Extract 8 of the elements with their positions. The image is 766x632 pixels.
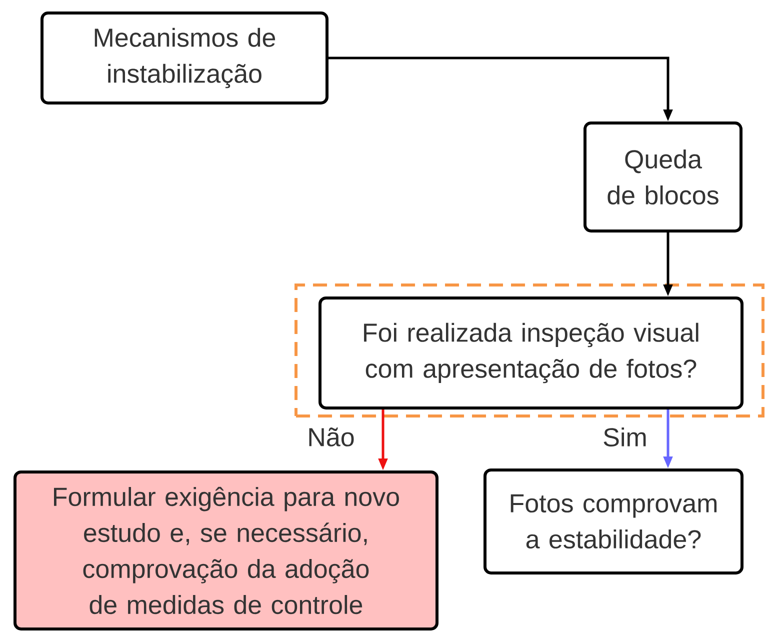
- question-box: Fotos comprovam a estabilidade?: [484, 468, 744, 574]
- edge-label: Não: [309, 428, 354, 446]
- process-box: Mecanismos de instabilização: [40, 12, 328, 104]
- edge-label: Sim: [604, 427, 646, 447]
- action-box: Formular exigência para novo estudo e, se necessário, comprovação da adoção de medidas de controle: [14, 470, 438, 630]
- group-frame: [294, 284, 764, 418]
- process-box: Queda de blocos: [584, 122, 742, 232]
- decision-box: Foi realizada inspeção visual com apresentação de fotos?: [318, 296, 744, 410]
